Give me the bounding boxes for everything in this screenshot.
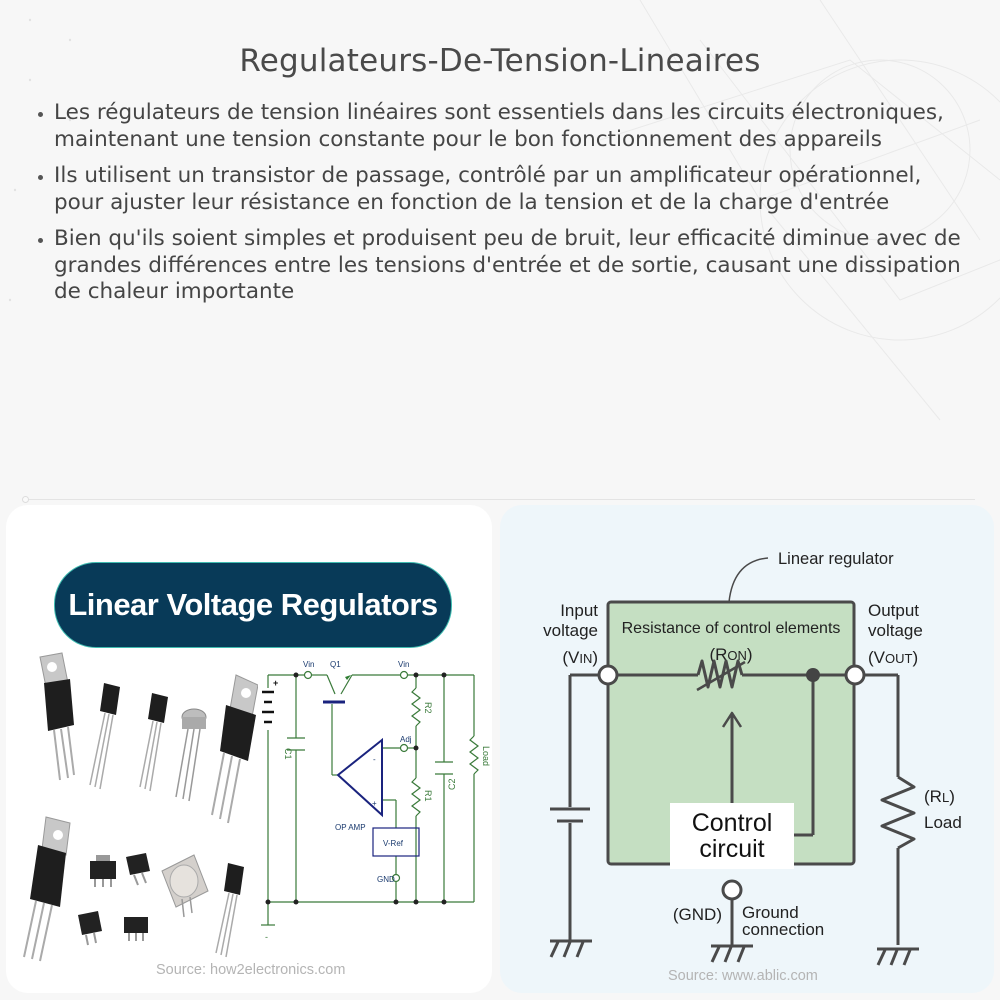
bullet-item: Les régulateurs de tension linéaires son… (36, 100, 966, 153)
sot223-package-icon (78, 911, 102, 946)
vref-label: V-Ref (383, 839, 404, 848)
to220-package-icon (23, 816, 71, 962)
to92-package-icon (215, 863, 244, 958)
vin-label: Vin (398, 660, 409, 669)
q1-label: Q1 (330, 660, 341, 669)
bullet-text: Ils utilisent un transistor de passage, … (54, 163, 922, 215)
linear-regulator-diagram: Linear regulator Resistance of control e… (543, 550, 962, 966)
source-caption: Source: www.ablic.com (668, 968, 818, 984)
callout-line (728, 557, 769, 603)
ron-label: (RON) (709, 645, 752, 664)
junction-dot-icon (806, 668, 820, 682)
load-label: Load (924, 813, 962, 832)
c1-label: C1 (283, 748, 293, 760)
banner-title: Linear Voltage Regulators (54, 562, 452, 648)
connection-label: connection (742, 920, 824, 939)
sot223-package-icon (126, 853, 150, 886)
op-amp-regulator-schematic: Vin Q1 Vin Adj OP AMP V-Ref GND - + + C1… (261, 660, 491, 940)
ground-symbol-icon (710, 944, 753, 963)
r2-label: R2 (423, 702, 433, 714)
adj-label: Adj (400, 735, 412, 744)
output-label: Output (868, 601, 919, 620)
input-label: Input (560, 601, 598, 620)
input-voltage-label: voltage (543, 621, 598, 640)
sot223-package-icon (124, 917, 148, 941)
to92-package-icon (139, 693, 168, 792)
input-terminal-icon (597, 664, 619, 686)
left-image-panel: Linear Voltage Regulators (6, 505, 492, 993)
c2-label: C2 (447, 778, 457, 790)
r1-label: R1 (423, 790, 433, 802)
battery-plus-label: + (273, 678, 278, 688)
to220-package-icon (211, 674, 258, 824)
battery-minus-label: - (265, 932, 268, 940)
minus-label: - (373, 755, 376, 764)
gnd-terminal-icon (721, 879, 743, 901)
to92-package-icon (89, 683, 120, 790)
bullet-text: Bien qu'ils soient simples et produisent… (54, 226, 961, 304)
output-terminal-icon (844, 664, 866, 686)
bullet-text: Les régulateurs de tension linéaires son… (54, 100, 944, 152)
bullet-item: Ils utilisent un transistor de passage, … (36, 163, 966, 216)
control-circuit-box (670, 803, 794, 869)
ground-label: Ground (742, 903, 799, 922)
bullet-list: Les régulateurs de tension linéaires son… (36, 100, 966, 316)
gnd-label: (GND) (673, 905, 722, 924)
bullet-dot (38, 112, 43, 117)
vin-label: (VIN) (562, 648, 598, 667)
bullet-dot (38, 238, 43, 243)
right-diagram-panel: Linear regulator Resistance of control e… (500, 505, 994, 993)
regulator-components-photo (23, 652, 258, 962)
resistance-label: Resistance of control elements (622, 620, 841, 637)
output-voltage-label: voltage (868, 621, 923, 640)
vin-label: Vin (303, 660, 314, 669)
page-title: Regulateurs-De-Tension-Lineaires (239, 42, 761, 79)
variable-resistor-icon (696, 659, 744, 689)
section-divider (25, 499, 975, 500)
divider-endpoint (22, 496, 29, 503)
ground-symbol-icon (876, 947, 919, 966)
to3-can-icon (161, 854, 209, 918)
load-resistor-icon (880, 775, 916, 850)
rl-label: (RL) (924, 787, 955, 806)
bullet-dot (38, 175, 43, 180)
vout-label: (VOUT) (868, 648, 918, 667)
to220-package-icon (39, 652, 75, 781)
control-circuit-label: circuit (699, 835, 764, 863)
ground-symbol-icon (549, 939, 592, 958)
load-label: Load (481, 746, 491, 766)
linear-regulator-label: Linear regulator (778, 550, 894, 568)
gnd-label: GND (377, 875, 395, 884)
bullet-item: Bien qu'ils soient simples et produisent… (36, 226, 966, 306)
op-amp-label: OP AMP (335, 823, 366, 832)
plus-label: + (372, 799, 377, 808)
sot223-package-icon (90, 855, 116, 887)
source-caption: Source: how2electronics.com (156, 962, 346, 978)
control-circuit-label: Control (692, 809, 773, 837)
to39-can-icon (175, 708, 207, 802)
